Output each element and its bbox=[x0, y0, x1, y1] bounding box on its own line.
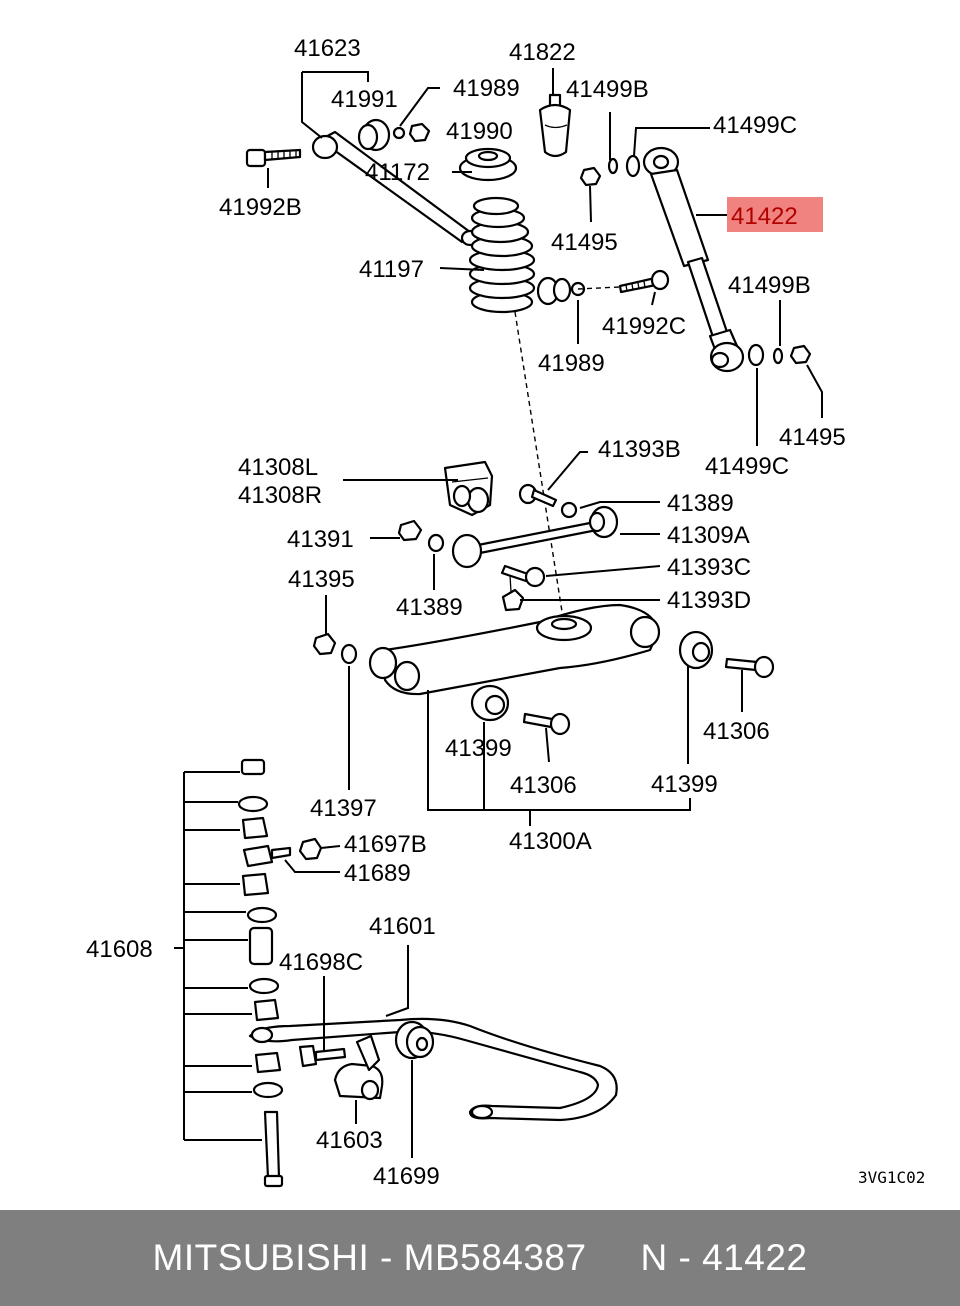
upper-lateral-rod bbox=[311, 130, 480, 247]
callout-label: 41601 bbox=[369, 913, 436, 940]
bolt-41992b bbox=[245, 148, 302, 168]
washer-41389-lower bbox=[427, 533, 445, 553]
callout-label: 41308R bbox=[238, 482, 322, 509]
washer-41499b-top bbox=[607, 157, 619, 175]
callout-label: 41389 bbox=[667, 490, 734, 517]
washer-41499c-top bbox=[625, 154, 641, 178]
stabilizer-link-stack-41608 bbox=[237, 758, 284, 1188]
callout-label: 41499C bbox=[713, 112, 797, 139]
bolt-41393c bbox=[500, 564, 546, 588]
callout-label: 41308L bbox=[238, 454, 318, 481]
bolt-41992c bbox=[618, 269, 670, 294]
callout-label: 41992B bbox=[219, 194, 302, 221]
leader-lines bbox=[174, 68, 823, 1158]
bushing-41991 bbox=[357, 118, 391, 152]
nut-41495-bottom bbox=[789, 344, 812, 365]
callout-label: 41399 bbox=[445, 735, 512, 762]
callout-label: 41603 bbox=[316, 1127, 383, 1154]
callout-label: 41499B bbox=[728, 272, 811, 299]
diagram-code: 3VG1C02 bbox=[858, 1168, 925, 1187]
parts-diagram: 41623 41822 41991 41989 41990 41499B 414… bbox=[86, 35, 925, 1190]
coil-spring-41197 bbox=[468, 196, 536, 314]
bracket-41308 bbox=[443, 460, 494, 517]
callout-label: 41699 bbox=[373, 1163, 440, 1190]
shock-absorber-41422 bbox=[642, 146, 745, 373]
nut-41391 bbox=[397, 519, 423, 542]
callout-label: 41393C bbox=[667, 554, 751, 581]
bushing-41699 bbox=[394, 1020, 435, 1060]
bolt-41306-right bbox=[724, 655, 775, 679]
part-drawings bbox=[237, 93, 812, 1188]
bracket-41603 bbox=[333, 1034, 384, 1101]
bushing-41399-left bbox=[470, 684, 510, 722]
callout-label: 41822 bbox=[509, 39, 576, 66]
callout-label: 41395 bbox=[288, 566, 355, 593]
callout-label: 41991 bbox=[331, 86, 398, 113]
callout-label: 41495 bbox=[779, 424, 846, 451]
callout-label: 41499B bbox=[566, 76, 649, 103]
callout-label: 41306 bbox=[703, 718, 770, 745]
bump-stopper-41822 bbox=[538, 93, 572, 158]
callout-label: 41300A bbox=[509, 828, 592, 855]
callout-label: 41393B bbox=[598, 436, 681, 463]
bolt-41689 bbox=[242, 844, 292, 868]
bushing-lower-2 bbox=[552, 277, 572, 303]
washer-41499c-bottom bbox=[747, 343, 765, 367]
callout-label: 41399 bbox=[651, 771, 718, 798]
nut-41697b bbox=[298, 837, 323, 861]
bolt-41698c bbox=[298, 1044, 347, 1068]
callout-label: 41306 bbox=[510, 772, 577, 799]
nut-41495-top bbox=[579, 166, 602, 187]
nut-41990 bbox=[408, 122, 431, 143]
lateral-rod-41309a bbox=[451, 505, 619, 569]
bolt-41393b bbox=[518, 483, 558, 508]
washer-41989 bbox=[392, 126, 406, 140]
callout-label: 41623 bbox=[294, 35, 361, 62]
alignment-line-2 bbox=[577, 286, 621, 290]
stabilizer-bar-41601 bbox=[248, 1017, 618, 1122]
callout-label: 41393D bbox=[667, 587, 751, 614]
callout-label: 41391 bbox=[287, 526, 354, 553]
washer-41499b-bottom bbox=[772, 347, 784, 365]
callout-labels: 41623 41822 41991 41989 41990 41499B 414… bbox=[86, 35, 925, 1190]
callout-label: 41689 bbox=[344, 860, 411, 887]
callout-label: 41697B bbox=[344, 831, 427, 858]
lower-arm-41300a bbox=[368, 603, 661, 696]
washer-41389-upper bbox=[560, 501, 578, 519]
highlight-box bbox=[727, 197, 823, 232]
callout-label: 41698C bbox=[279, 949, 363, 976]
alignment-line bbox=[514, 311, 564, 619]
callout-label: 41989 bbox=[538, 350, 605, 377]
callout-label: 41397 bbox=[310, 795, 377, 822]
callout-label: 41608 bbox=[86, 936, 153, 963]
callout-label: 41389 bbox=[396, 594, 463, 621]
callout-label: 41172 bbox=[365, 159, 430, 186]
callout-label: 41990 bbox=[446, 118, 513, 145]
callout-label-highlighted: 41422 bbox=[731, 203, 798, 230]
callout-label: 41992C bbox=[602, 313, 686, 340]
callout-label: 41197 bbox=[359, 256, 424, 283]
washer-41397 bbox=[340, 643, 358, 665]
part-number-text: MITSUBISHI - MB584387 N - 41422 bbox=[152, 1237, 808, 1278]
callout-label: 41495 bbox=[551, 229, 618, 256]
bolt-41393d bbox=[501, 574, 525, 612]
callout-label: 41989 bbox=[453, 75, 520, 102]
spring-seat-41172 bbox=[458, 147, 518, 182]
callout-label: 41309A bbox=[667, 522, 750, 549]
part-number-footer: MITSUBISHI - MB584387 N - 41422 bbox=[0, 1210, 960, 1306]
bushing-41399-right bbox=[678, 630, 714, 670]
nut-41395 bbox=[312, 632, 337, 656]
bolt-41306-left bbox=[522, 712, 571, 736]
callout-label: 41499C bbox=[705, 453, 789, 480]
